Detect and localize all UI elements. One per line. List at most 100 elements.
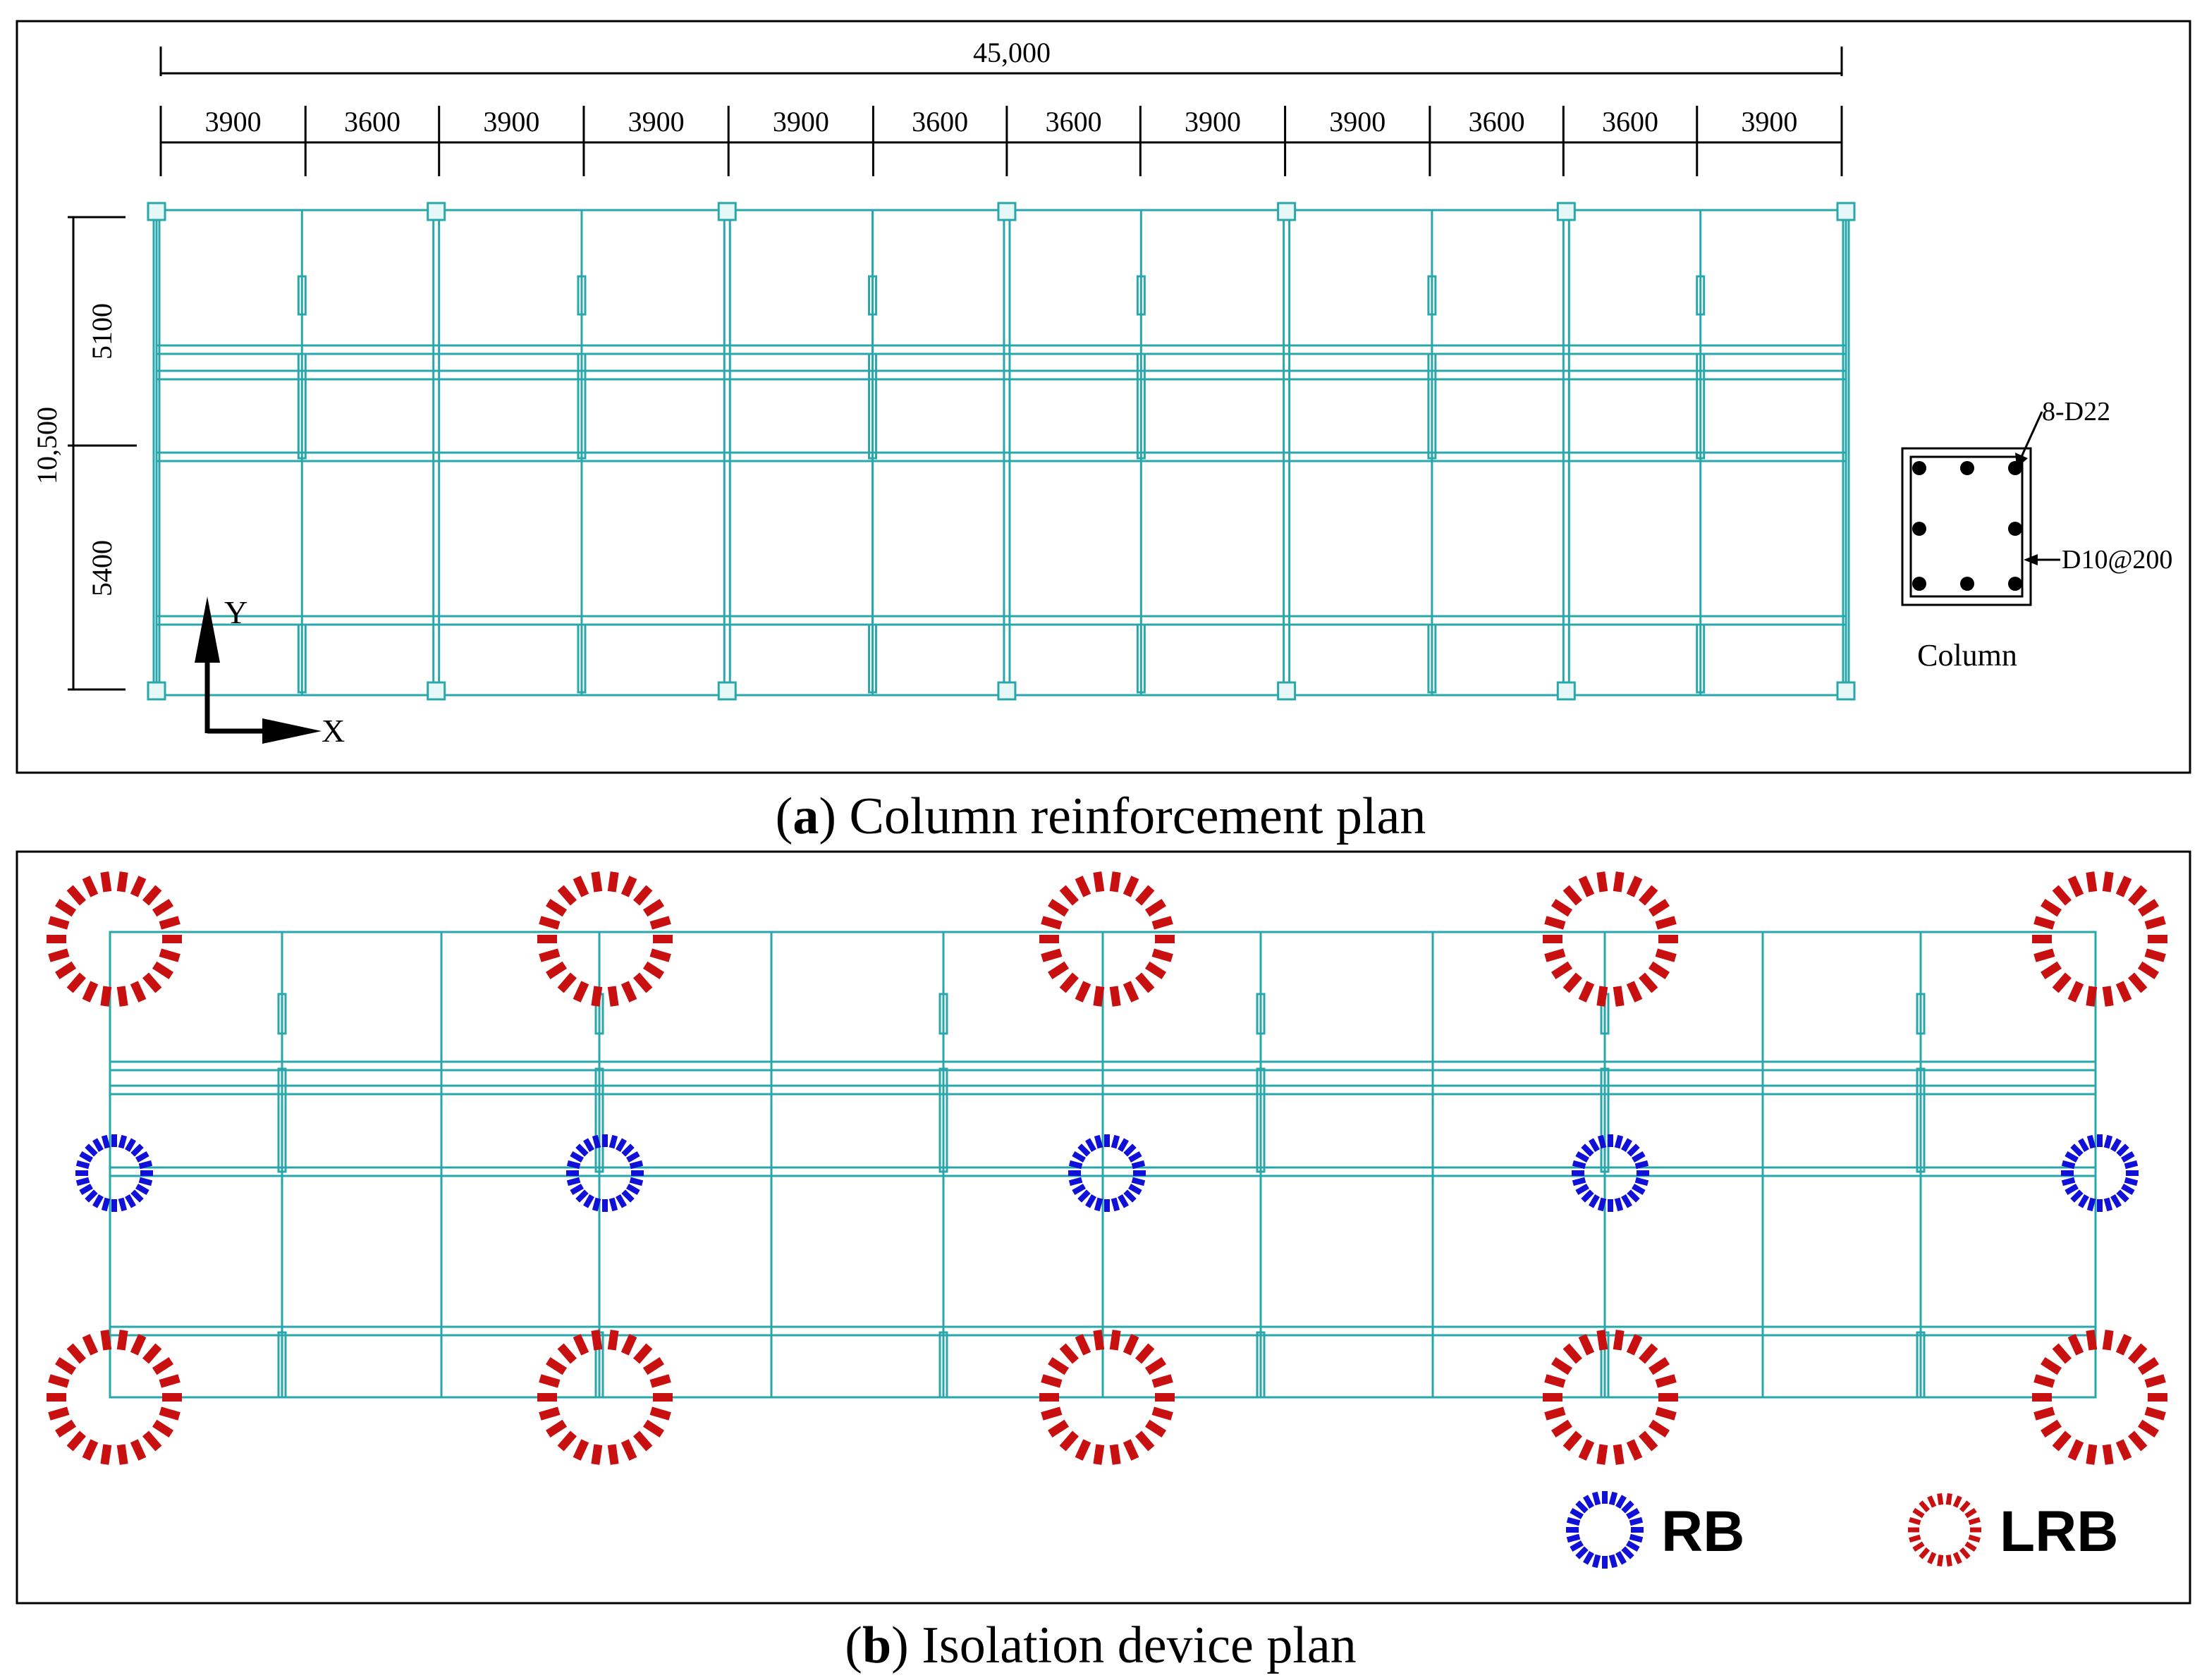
total-length-label: 45,000 [973, 37, 1051, 68]
lrb-icon [537, 871, 673, 1007]
panel-a-border [16, 20, 2191, 774]
rb-icon [2061, 1134, 2139, 1212]
stub-beam-b [277, 993, 287, 1035]
caption-b: (b) Isolation device plan [845, 1617, 1356, 1674]
column-marker [997, 202, 1017, 221]
total-width-label: 10,500 [31, 407, 63, 484]
stub-beam-b [277, 1331, 287, 1399]
stub-beam [577, 275, 587, 316]
stub-beam [577, 623, 587, 694]
stub-beam [1427, 352, 1437, 460]
beam-lower [155, 615, 1847, 626]
span-label: 3600 [912, 106, 968, 137]
panel-b-structural-grid [109, 931, 2097, 1399]
rebar-dot [1912, 461, 1926, 475]
legend-rb-label: RB [1661, 1500, 1744, 1564]
span-label: 3600 [344, 106, 400, 137]
stub-beam-b [1916, 1067, 1926, 1173]
column-marker [997, 681, 1017, 701]
tie-arrow-icon [2024, 554, 2038, 565]
lrb-icon [1543, 1330, 1678, 1465]
stub-beam-b [1256, 1331, 1266, 1399]
y-arrow-icon [195, 596, 220, 663]
beam-middle [155, 451, 1847, 462]
span-label: 3900 [205, 106, 262, 137]
span-label: 3900 [628, 106, 685, 137]
lrb-icon [1543, 871, 1678, 1007]
section-title: Column [1917, 638, 2017, 673]
span-dimensions: 3900 3600 3900 3900 3900 3600 3600 3900 3900 3600… [159, 106, 1843, 176]
stub-beam-b [1600, 1067, 1610, 1173]
lrb-icon [1039, 871, 1175, 1007]
stub-beam-b [938, 993, 948, 1035]
rebar-leader-line [2019, 411, 2043, 459]
span-label: 3600 [1602, 106, 1658, 137]
stub-beam [1427, 623, 1437, 694]
rebar-dot [1960, 461, 1974, 475]
rebar-arrow-icon [2015, 453, 2028, 468]
rb-icon [1068, 1134, 1146, 1212]
legend-rb-icon [1566, 1491, 1644, 1569]
stub-beam [297, 623, 307, 694]
stub-beam-b [1256, 993, 1266, 1035]
caption-a-text: Column reinforcement plan [836, 787, 1426, 845]
beam-upper-2 [155, 369, 1847, 381]
legend: RB LRB [1566, 1491, 2119, 1569]
lrb-icon [2032, 871, 2167, 1007]
rebar-dot [2008, 522, 2022, 536]
column-marker [717, 681, 737, 701]
span-label: 3900 [1741, 106, 1797, 137]
rebar-dot [1912, 577, 1926, 591]
column-marker [427, 681, 446, 701]
caption-b-letter: b [862, 1617, 891, 1674]
bay-label-2: 5400 [86, 540, 118, 596]
column-marker [717, 202, 737, 221]
legend-lrb-ring [1908, 1493, 1981, 1566]
column-markers [147, 202, 1856, 701]
span-label: 3600 [1046, 106, 1102, 137]
column-marker [1277, 681, 1297, 701]
stub-beam [297, 275, 307, 316]
legend-lrb-label: LRB [2000, 1500, 2119, 1564]
tie-label: D10@200 [2062, 545, 2172, 575]
stub-beam-b [277, 1067, 287, 1173]
axis-indicator: Y X [195, 594, 345, 749]
legend-lrb-icon [1908, 1493, 1981, 1566]
y-axis-label: Y [224, 594, 247, 630]
span-label: 3600 [1469, 106, 1525, 137]
panel-a-structural-grid [147, 202, 1856, 701]
caption-a: (a) Column reinforcement plan [776, 787, 1426, 845]
lrb-icon [2032, 1330, 2167, 1465]
column-tie-outline [1909, 455, 2024, 598]
rebar-label: 8-D22 [2042, 397, 2110, 427]
column-marker [1556, 202, 1576, 221]
column-section-detail: 8-D22 D10@200 Column [1901, 397, 2172, 673]
stub-beam-b [938, 1331, 948, 1399]
span-label: 3900 [1185, 106, 1241, 137]
rb-icon [1572, 1134, 1649, 1212]
column-marker [147, 202, 166, 221]
legend-rb-ring [1566, 1491, 1644, 1569]
stub-beam [1696, 623, 1706, 694]
stub-beam [868, 623, 878, 694]
lrb-icon [47, 871, 182, 1007]
stub-beam [868, 275, 878, 316]
span-label: 3900 [773, 106, 829, 137]
stub-beam-b [938, 1067, 948, 1173]
stub-beam [577, 352, 587, 460]
rebar-dot [2008, 577, 2022, 591]
x-axis-label: X [322, 713, 345, 749]
stub-beam [1696, 275, 1706, 316]
stub-beam-b [1916, 993, 1926, 1035]
rb-icon [75, 1134, 153, 1212]
stub-beam-b [594, 1067, 604, 1173]
column-outer-outline [1901, 447, 2032, 606]
rebar-dot [1960, 577, 1974, 591]
stub-beam [868, 352, 878, 460]
grid-column-lines-b [109, 932, 2097, 1399]
span-label: 3900 [483, 106, 539, 137]
lrb-icon [1039, 1330, 1175, 1465]
stub-beam [297, 352, 307, 460]
